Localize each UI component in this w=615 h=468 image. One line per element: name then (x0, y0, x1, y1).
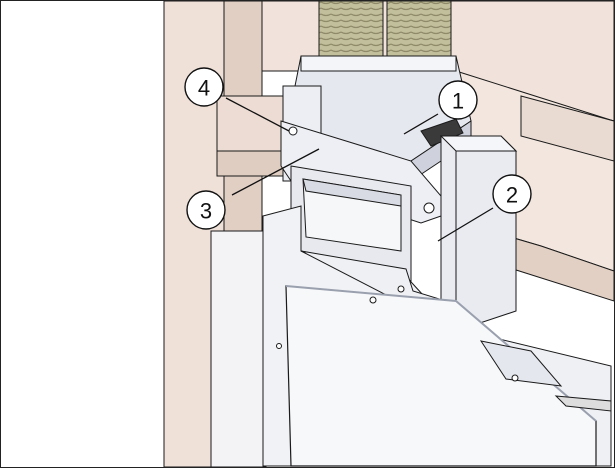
leader-line-4 (225, 97, 290, 132)
callout-1-label: 1 (452, 89, 464, 114)
callout-leaders (225, 97, 494, 242)
callout-2: 2 (492, 174, 532, 214)
callout-4-label: 4 (198, 76, 210, 101)
leader-line-1 (403, 113, 439, 135)
callout-1: 1 (438, 80, 478, 120)
callout-4: 4 (184, 67, 224, 107)
leader-line-2 (437, 207, 494, 242)
front-panel (262, 205, 612, 467)
callout-3: 3 (186, 190, 226, 230)
callout-2-label: 2 (506, 183, 518, 208)
leader-line-3 (231, 148, 320, 196)
callout-3-label: 3 (200, 199, 212, 224)
rectangular-duct (290, 165, 412, 282)
